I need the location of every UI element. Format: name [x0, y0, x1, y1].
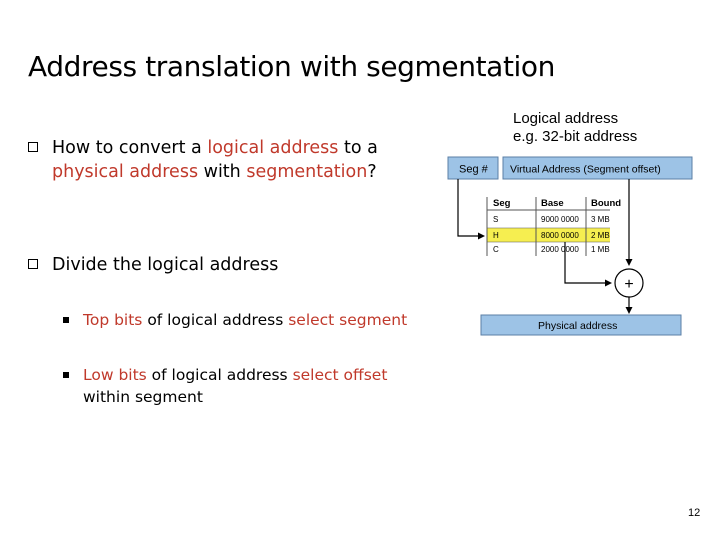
- highlight-physical-address: physical address: [52, 162, 199, 182]
- table-cell: 2000 0000: [541, 245, 579, 254]
- bullet-divide: Divide the logical address: [28, 253, 279, 277]
- table-cell: 8000 0000: [541, 231, 579, 240]
- table-cell: H: [493, 231, 499, 240]
- table-cell: 9000 0000: [541, 215, 579, 224]
- slide-title: Address translation with segmentation: [28, 50, 555, 83]
- highlight-select-offset: select offset: [292, 366, 388, 384]
- subbullet-top-bits: Top bits of logical address select segme…: [63, 309, 408, 331]
- seg-number-label: Seg #: [459, 164, 489, 176]
- segmentation-diagram: Seg # Virtual Address (Segment offset) S…: [447, 156, 693, 336]
- seg-to-table-arrow: [457, 179, 485, 240]
- logical-address-note: Logical address e.g. 32-bit address: [513, 110, 637, 146]
- base-to-adder-arrow: [564, 242, 612, 287]
- square-bullet-icon: [28, 142, 38, 152]
- text-segment: ?: [367, 162, 377, 182]
- bullet-text: Divide the logical address: [52, 255, 279, 275]
- square-subbullet-icon: [63, 372, 69, 378]
- offset-field: [502, 156, 693, 180]
- highlight-top-bits: Top bits: [83, 311, 143, 329]
- text-segment: of logical address: [142, 311, 289, 329]
- subbullet-line-1: Low bits of logical address select offse…: [83, 364, 387, 386]
- physical-address-label: Physical address: [538, 320, 617, 332]
- note-line-2: e.g. 32-bit address: [513, 128, 638, 145]
- table-row-highlight: [487, 228, 610, 242]
- bullet-convert: How to convert a logical address to a ph…: [28, 136, 378, 184]
- square-bullet-icon: [28, 259, 38, 269]
- table-cell: C: [493, 245, 499, 254]
- table-cell: 1 MB: [591, 245, 610, 254]
- text-segment: How to convert a: [52, 138, 208, 158]
- highlight-logical-address: logical address: [207, 138, 339, 158]
- note-line-1: Logical address: [513, 110, 619, 127]
- seg-number-field: [447, 156, 499, 180]
- text-segment: with: [198, 162, 247, 182]
- virtual-address-label: Virtual Address (Segment offset): [510, 164, 661, 176]
- table-header-seg: Seg: [493, 198, 511, 209]
- subbullet-low-bits: Low bits of logical address select offse…: [63, 364, 387, 408]
- highlight-select-segment: select segment: [288, 311, 408, 329]
- highlight-segmentation: segmentation: [246, 162, 368, 182]
- table-cell: S: [493, 215, 498, 224]
- subbullet-line-2: within segment: [83, 388, 203, 406]
- table-cell: 3 MB: [591, 215, 610, 224]
- text-segment: to a: [338, 138, 378, 158]
- square-subbullet-icon: [63, 317, 69, 323]
- table-header-bound: Bound: [591, 198, 621, 209]
- bullet-line-1: How to convert a logical address to a: [52, 136, 378, 160]
- text-segment: of logical address: [146, 366, 293, 384]
- table-cell: 2 MB: [591, 231, 610, 240]
- table-header-base: Base: [541, 198, 564, 209]
- page-number: 12: [688, 507, 701, 519]
- adder-plus-icon: +: [624, 276, 633, 293]
- virtual-address-bar: Seg # Virtual Address (Segment offset): [447, 156, 693, 180]
- segment-table: Seg Base Bound S 9000 0000 3 MB H 8000 0…: [486, 197, 621, 256]
- physical-address-bar: [480, 314, 682, 336]
- bullet-line-2: physical address with segmentation?: [52, 160, 378, 184]
- highlight-low-bits: Low bits: [83, 366, 147, 384]
